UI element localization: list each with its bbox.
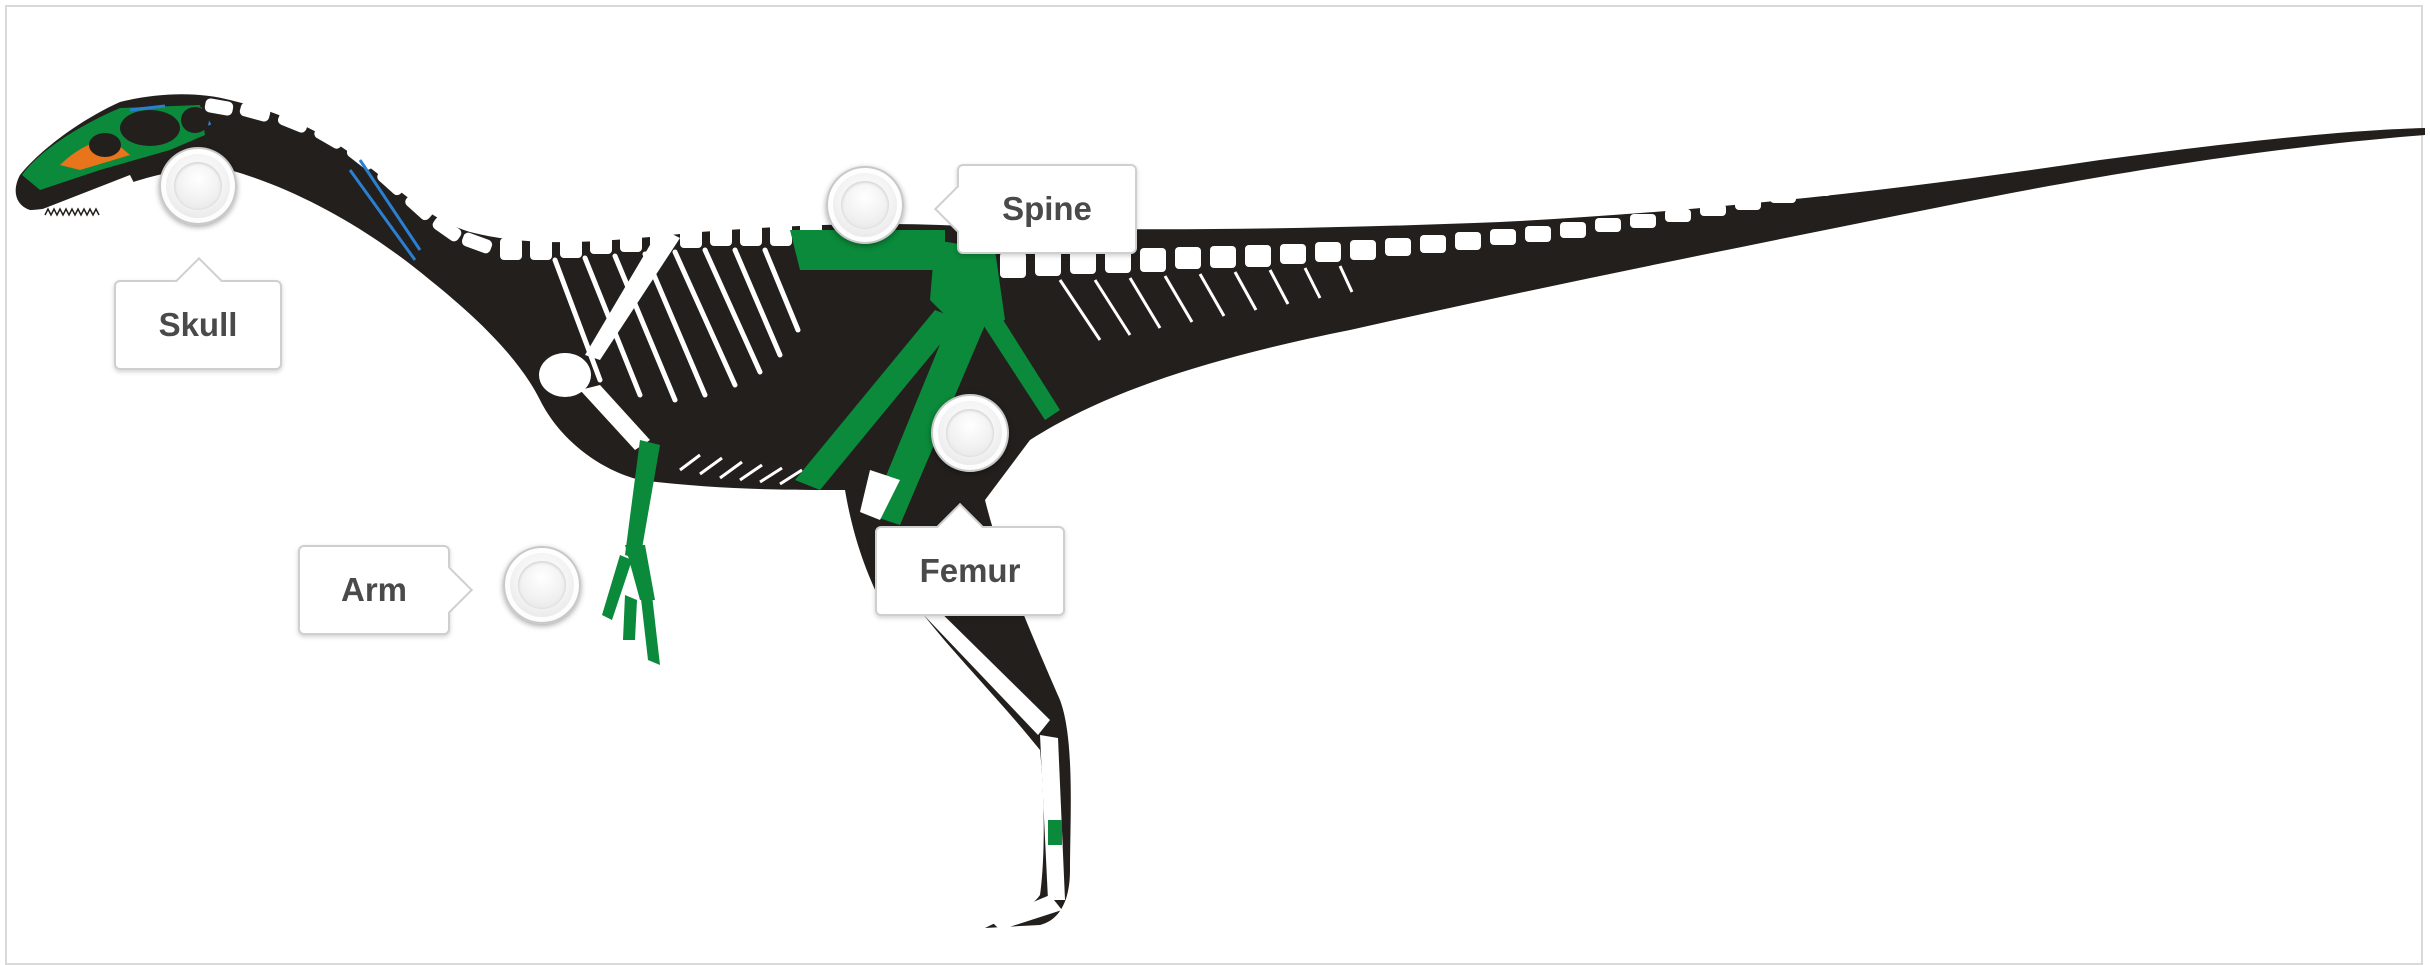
femur-hotspot[interactable] [931, 394, 1009, 472]
arm-hotspot[interactable] [503, 546, 581, 624]
skull-callout[interactable]: Skull [114, 280, 282, 370]
foot-green-patch [1048, 820, 1062, 845]
spine-hotspot[interactable] [826, 166, 904, 244]
spine-callout[interactable]: Spine [957, 164, 1137, 254]
arm-label: Arm [341, 571, 407, 609]
skull-hotspot[interactable] [159, 147, 237, 225]
arm-callout[interactable]: Arm [298, 545, 450, 635]
femur-callout[interactable]: Femur [875, 526, 1065, 616]
spine-label: Spine [1002, 190, 1092, 228]
skull-fenestra-1 [120, 110, 180, 146]
skull-fenestra-2 [89, 133, 121, 157]
skull-eye-orbit [181, 107, 209, 133]
skull-label: Skull [159, 306, 238, 344]
femur-label: Femur [920, 552, 1021, 590]
body-silhouette [16, 94, 2425, 928]
